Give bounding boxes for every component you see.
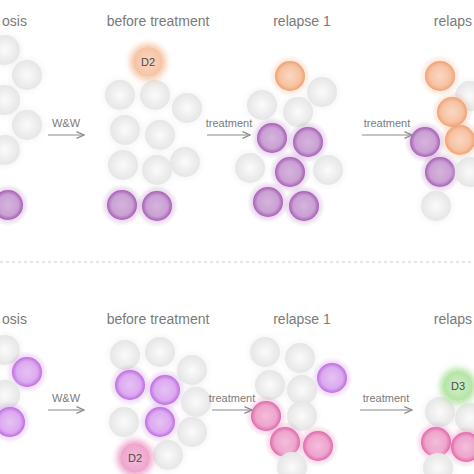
- stage-heading: before treatment: [107, 14, 210, 29]
- transition-arrow: [360, 409, 412, 410]
- arrow-label: treatment: [363, 392, 409, 404]
- clone-cell: D3: [443, 371, 473, 401]
- cell: [0, 401, 31, 443]
- arrow-label: treatment: [206, 117, 252, 129]
- row-separator: [0, 262, 474, 263]
- stage-heading: osis: [2, 14, 27, 29]
- transition-arrow: [207, 134, 250, 135]
- cell: [449, 151, 474, 193]
- clone-cell: D2: [120, 443, 150, 473]
- clone-label: D3: [451, 380, 465, 392]
- arrow-label: W&W: [52, 117, 80, 129]
- cell: [0, 129, 26, 171]
- cell: [0, 184, 29, 226]
- arrow-label: W&W: [52, 392, 80, 404]
- stage-heading: relapse 1: [273, 14, 331, 29]
- stage-heading: relaps: [434, 312, 472, 327]
- cells: [0, 29, 474, 474]
- clone-label: D2: [141, 56, 155, 68]
- arrow-label: treatment: [364, 117, 410, 129]
- stage-heading: osis: [2, 312, 27, 327]
- cell: [415, 185, 457, 227]
- cell: [136, 185, 178, 227]
- clone-label: D2: [128, 452, 142, 464]
- stage-heading: relaps: [434, 14, 472, 29]
- cell: [103, 401, 145, 443]
- cell: [136, 149, 178, 191]
- transition-arrow: [362, 134, 412, 135]
- cell: [417, 447, 459, 474]
- stage-heading: relapse 1: [273, 312, 331, 327]
- cell: [147, 434, 189, 474]
- arrow-label: treatment: [209, 392, 255, 404]
- transition-arrow: [48, 409, 84, 410]
- cell: [247, 181, 289, 223]
- cell: [271, 446, 313, 474]
- cell: [283, 185, 325, 227]
- stage-heading: before treatment: [107, 312, 210, 327]
- transition-arrow: [48, 134, 84, 135]
- transition-arrow: [212, 409, 252, 410]
- clone-cell: D2: [133, 47, 163, 77]
- cell: [307, 149, 349, 191]
